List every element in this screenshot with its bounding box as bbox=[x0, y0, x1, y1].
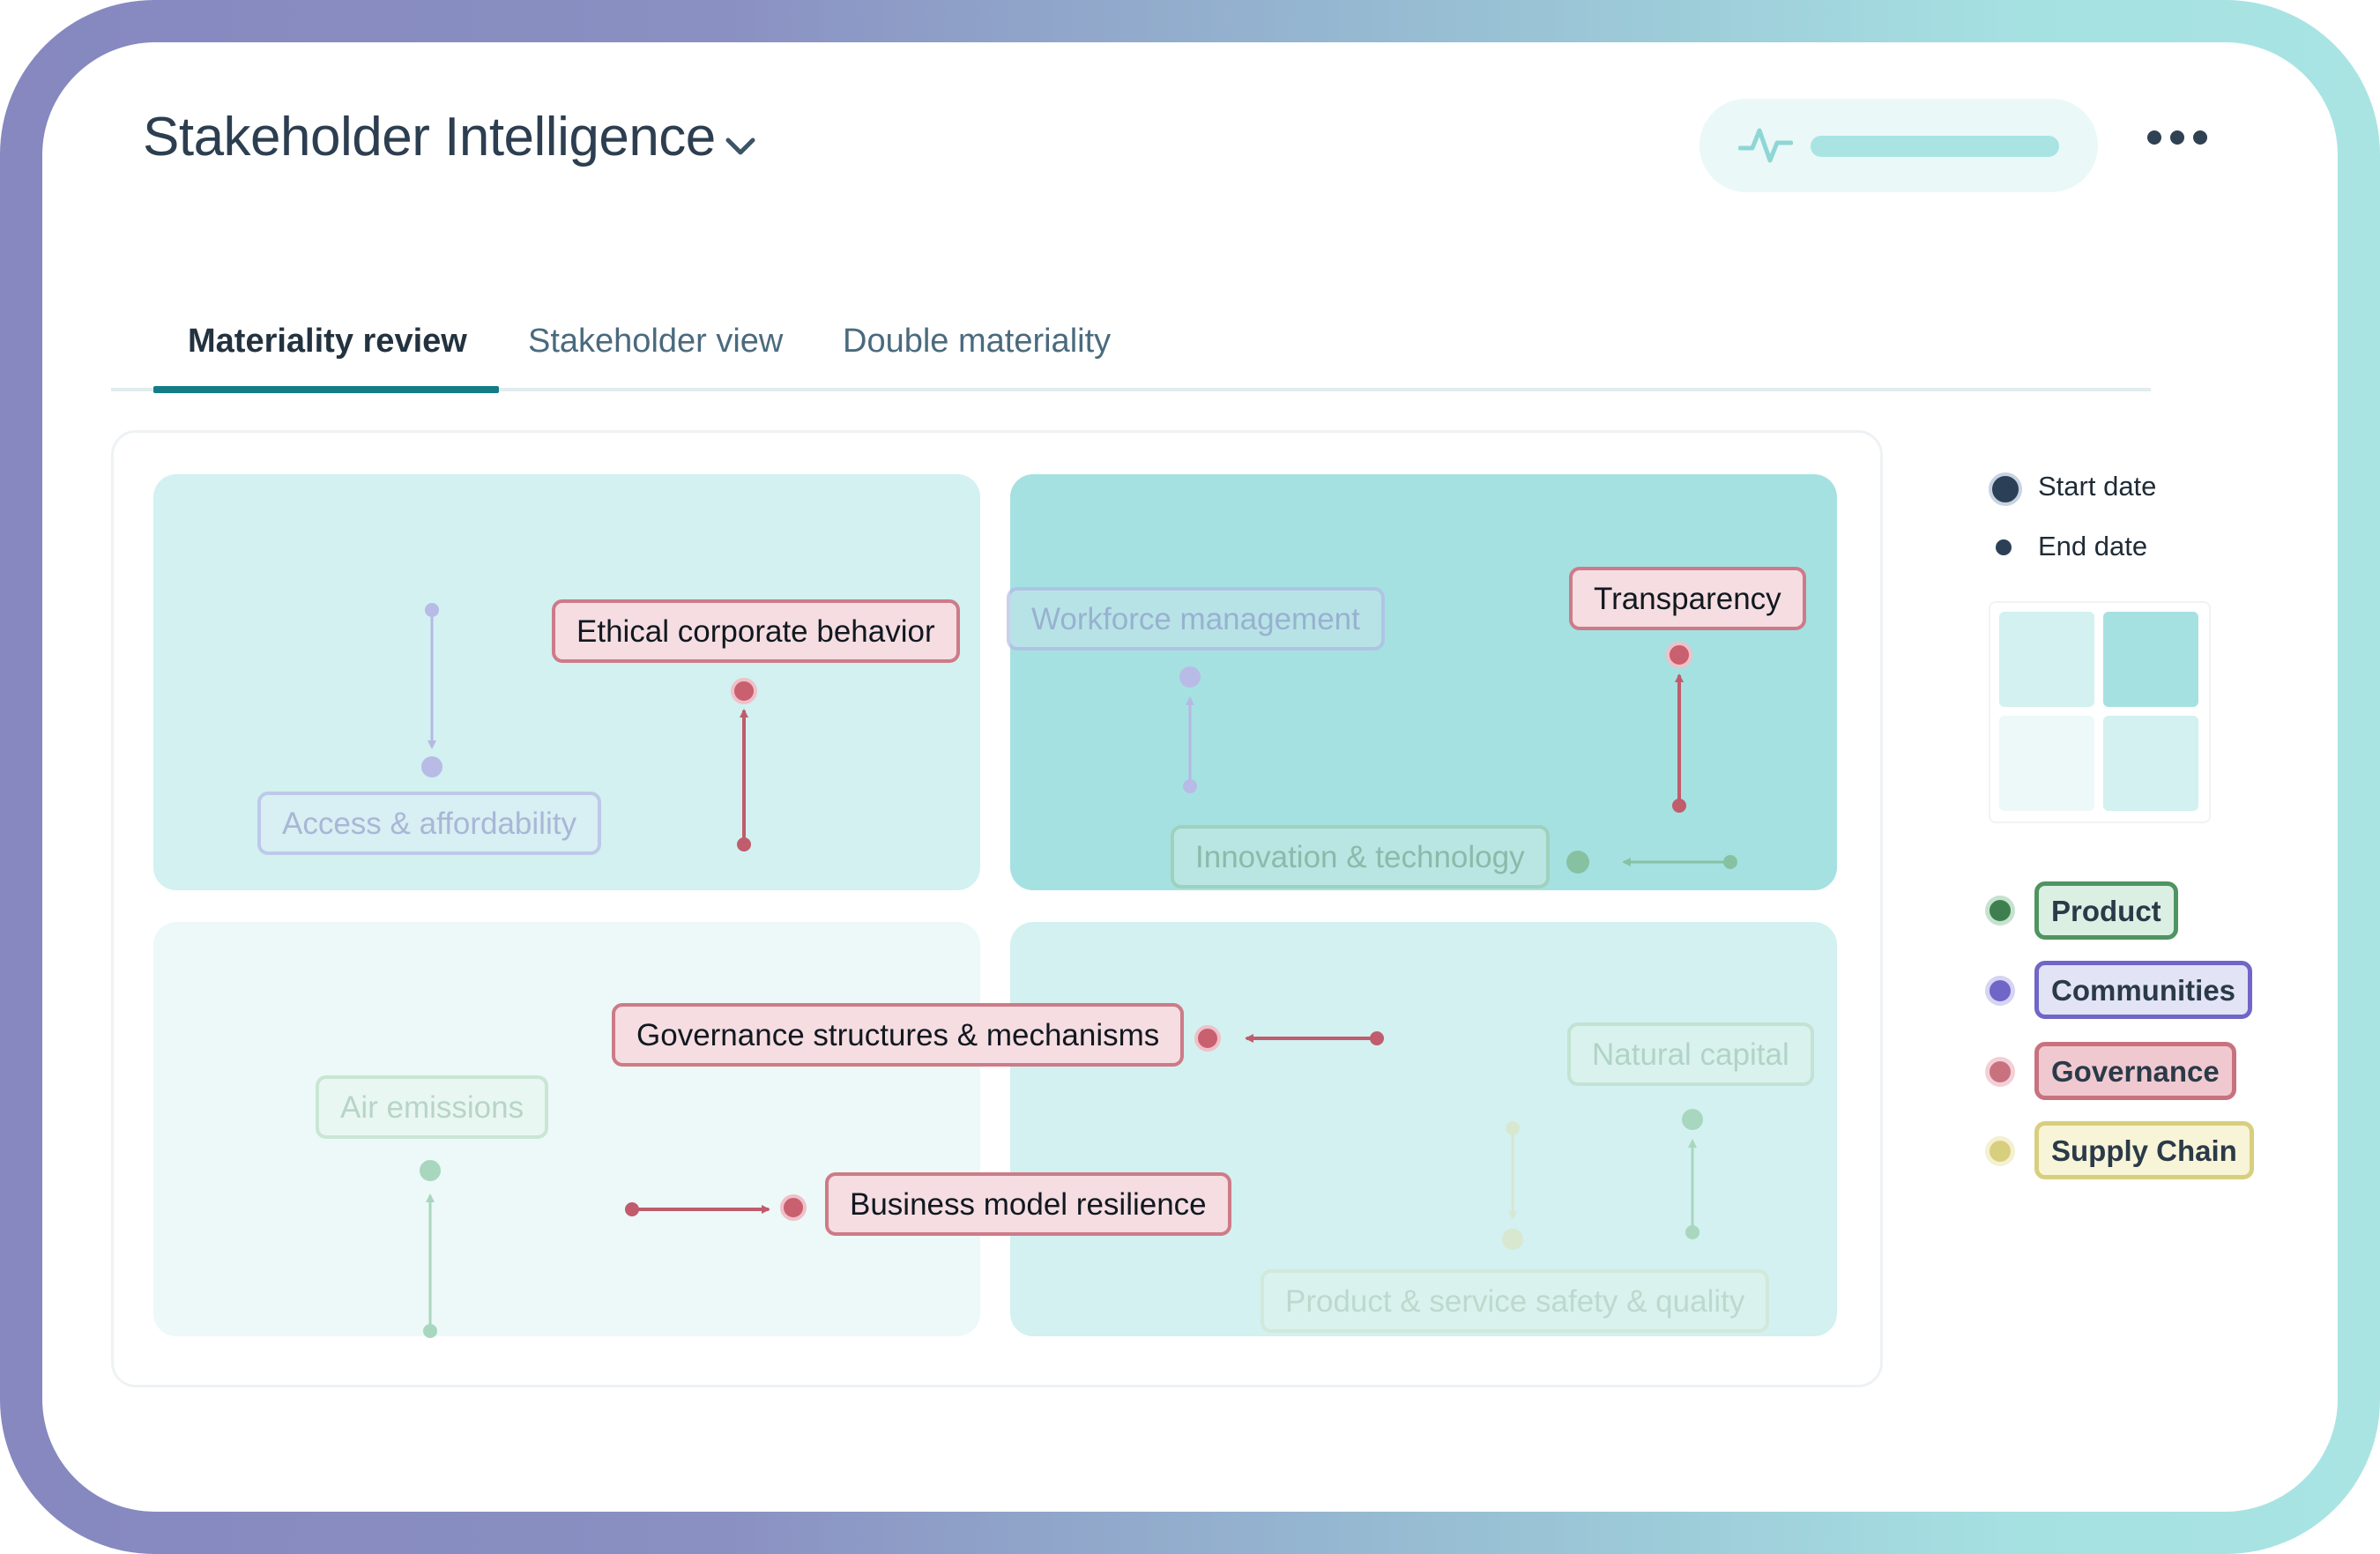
topic-product-service-safety[interactable]: Product & service safety & quality bbox=[1261, 1269, 1770, 1333]
topic-access-affordability[interactable]: Access & affordability bbox=[257, 792, 601, 855]
governance-dot-icon bbox=[1985, 1057, 2015, 1087]
more-horizontal-icon[interactable] bbox=[2147, 129, 2209, 150]
mini-quadrant-bottom-left bbox=[1999, 716, 2094, 811]
activity-progress-bar bbox=[1811, 136, 2059, 157]
tab-bar: Materiality review Stakeholder view Doub… bbox=[111, 282, 2151, 397]
legend-chip-supply-chain[interactable]: Supply Chain bbox=[2034, 1121, 2254, 1179]
supply-chain-dot-icon bbox=[1985, 1136, 2015, 1166]
active-tab-indicator bbox=[153, 386, 499, 393]
activity-status-pill[interactable] bbox=[1699, 99, 2098, 192]
topic-ethical-corporate-behavior[interactable]: Ethical corporate behavior bbox=[552, 599, 960, 663]
tab-double-materiality[interactable]: Double materiality bbox=[843, 323, 1112, 360]
tab-materiality-review[interactable]: Materiality review bbox=[188, 323, 467, 360]
matrix-quadrant-bottom-left bbox=[153, 922, 980, 1336]
topic-transparency[interactable]: Transparency bbox=[1569, 567, 1806, 630]
topic-business-model-resilience[interactable]: Business model resilience bbox=[825, 1172, 1231, 1236]
page-title: Stakeholder Intelligence bbox=[143, 107, 716, 167]
legend-start-date: Start date bbox=[2038, 471, 2157, 502]
quadrant-mini-map bbox=[1989, 601, 2211, 823]
legend-chip-governance[interactable]: Governance bbox=[2034, 1042, 2236, 1100]
communities-dot-icon bbox=[1985, 976, 2015, 1006]
tab-divider bbox=[111, 388, 2151, 391]
legend-end-date: End date bbox=[2038, 531, 2148, 561]
end-date-marker bbox=[1996, 539, 2012, 555]
legend-chip-product[interactable]: Product bbox=[2034, 881, 2178, 940]
topic-innovation-technology[interactable]: Innovation & technology bbox=[1171, 825, 1550, 889]
mini-quadrant-top-right bbox=[2103, 612, 2198, 707]
topic-natural-capital[interactable]: Natural capital bbox=[1567, 1022, 1814, 1086]
legend-chip-communities[interactable]: Communities bbox=[2034, 961, 2253, 1019]
matrix-quadrant-top-right bbox=[1010, 474, 1837, 890]
start-date-marker bbox=[1989, 472, 2022, 506]
mini-quadrant-bottom-right bbox=[2103, 716, 2198, 811]
matrix-quadrant-top-left bbox=[153, 474, 980, 890]
chevron-down-icon[interactable] bbox=[723, 129, 758, 164]
topic-air-emissions[interactable]: Air emissions bbox=[316, 1075, 549, 1139]
tab-stakeholder-view[interactable]: Stakeholder view bbox=[528, 323, 784, 360]
topic-governance-structures[interactable]: Governance structures & mechanisms bbox=[612, 1003, 1185, 1067]
topic-workforce-management[interactable]: Workforce management bbox=[1007, 587, 1385, 651]
mini-quadrant-top-left bbox=[1999, 612, 2094, 707]
pulse-icon bbox=[1738, 128, 1793, 163]
product-dot-icon bbox=[1985, 896, 2015, 926]
